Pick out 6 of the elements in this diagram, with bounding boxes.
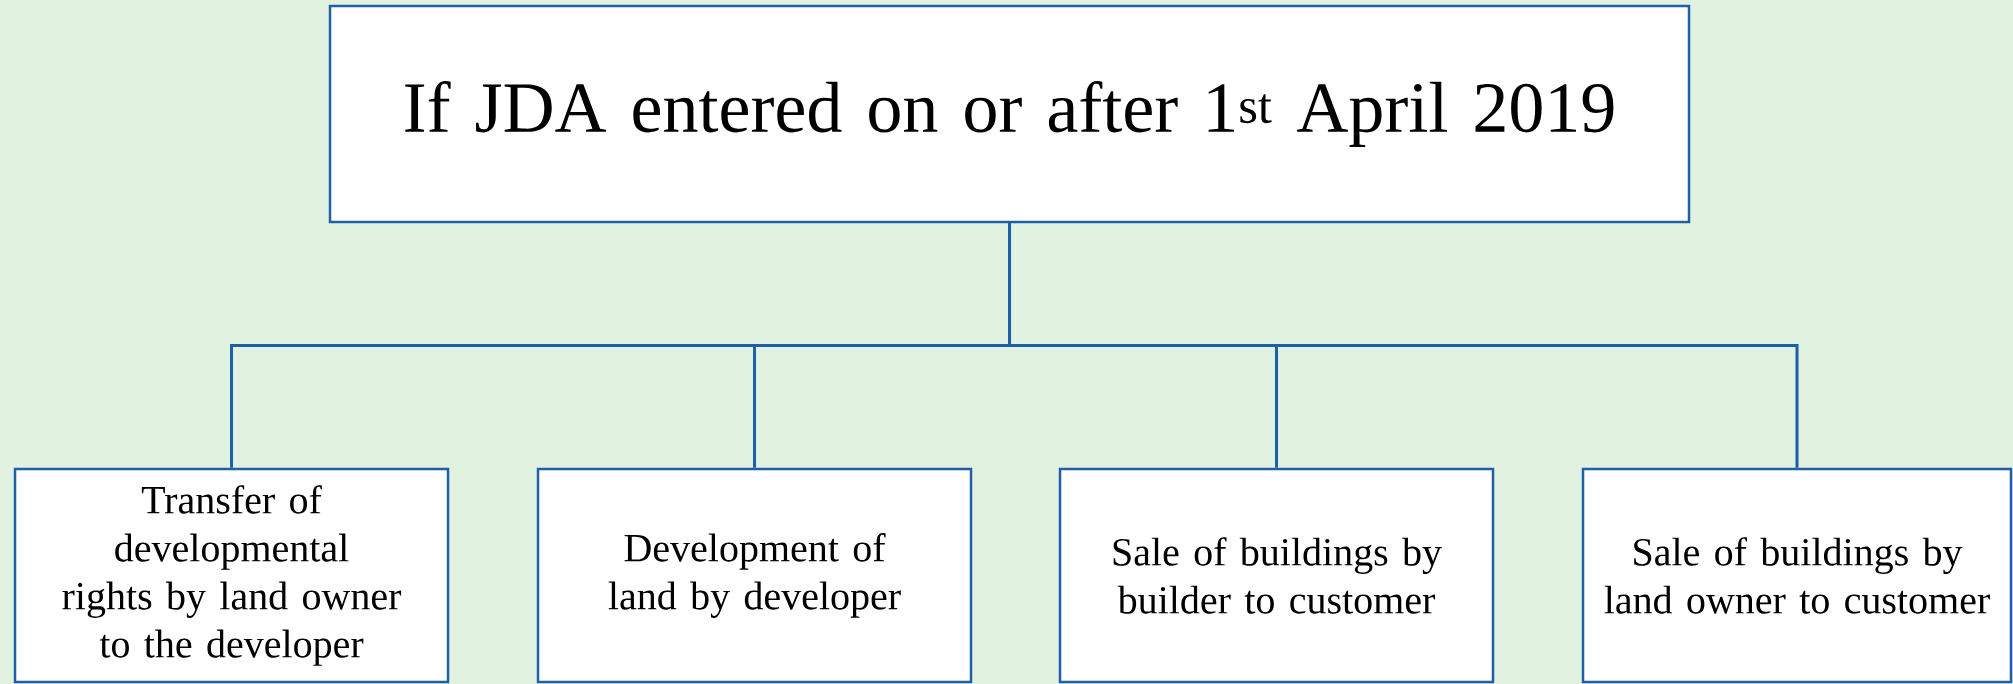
text-box: Sale of buildings by land owner to customer (1581, 467, 2013, 684)
text-box: Development of land by developer (536, 467, 973, 684)
text-box: Sale of buildings by builder to customer (1058, 467, 1495, 684)
connector (1008, 223, 1799, 468)
text-box: If JDA entered on or after 1$^{st}$ April 2019 (328, 4, 1691, 224)
text-box: Transfer of developmental rights by land owner to the developer (13, 467, 450, 684)
